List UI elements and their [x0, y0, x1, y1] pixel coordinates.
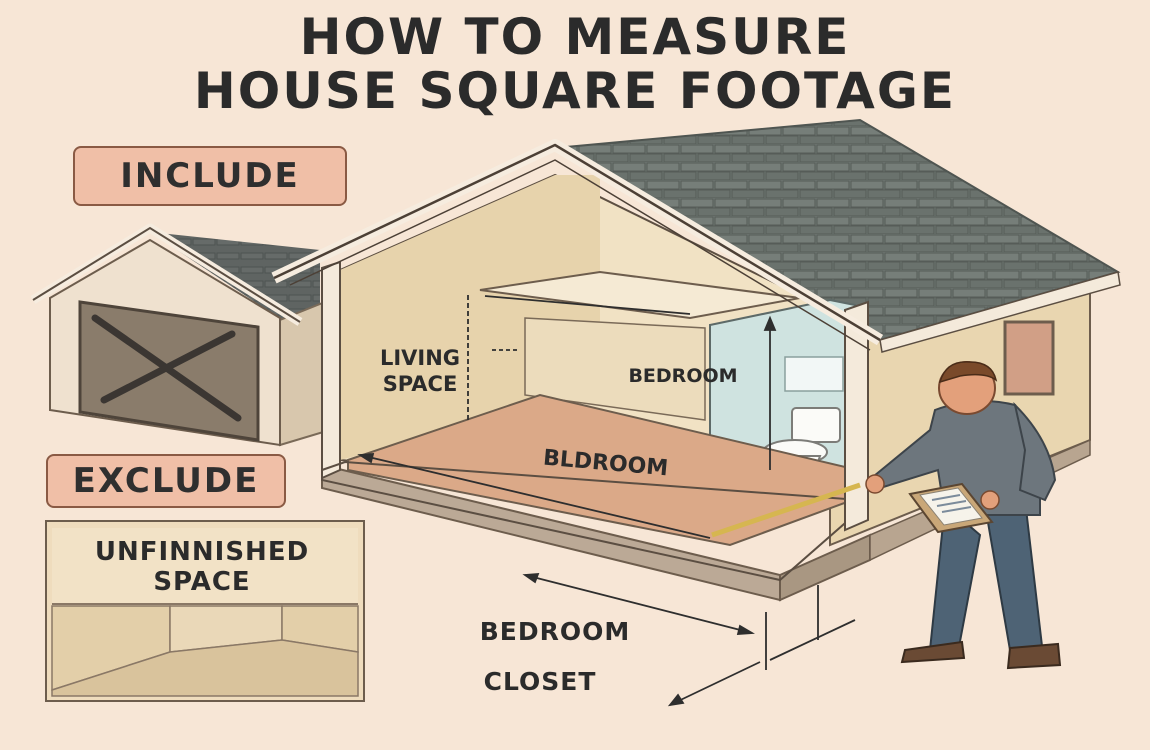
dimension-bedroom-label: BEDROOM: [480, 617, 631, 646]
dimension-closet-label: CLOSET: [484, 667, 597, 696]
bathroom-mirror: [784, 356, 844, 392]
title-line-2: HOUSE SQUARE FOOTAGE: [193, 62, 957, 120]
include-tag: INCLUDE: [73, 146, 347, 206]
bedroom-back-label: BEDROOM: [628, 365, 737, 387]
living-space-label-line-2: SPACE: [383, 372, 458, 396]
clipboard-icon: [908, 482, 994, 534]
garage: [30, 223, 331, 447]
tape-measure: [711, 482, 861, 538]
unfinished-label-line-2: SPACE: [153, 567, 250, 597]
exclude-tag: EXCLUDE: [46, 454, 286, 508]
title-line-1: HOW TO MEASURE: [299, 8, 851, 66]
measurement-lines: [357, 295, 856, 707]
side-window: [1003, 320, 1055, 396]
person-measuring: [865, 361, 1062, 670]
living-space-label-line-1: LIVING: [380, 346, 460, 370]
unfinished-space-panel: [45, 520, 365, 702]
unfinished-label-line-1: UNFINNISHED: [95, 537, 309, 567]
